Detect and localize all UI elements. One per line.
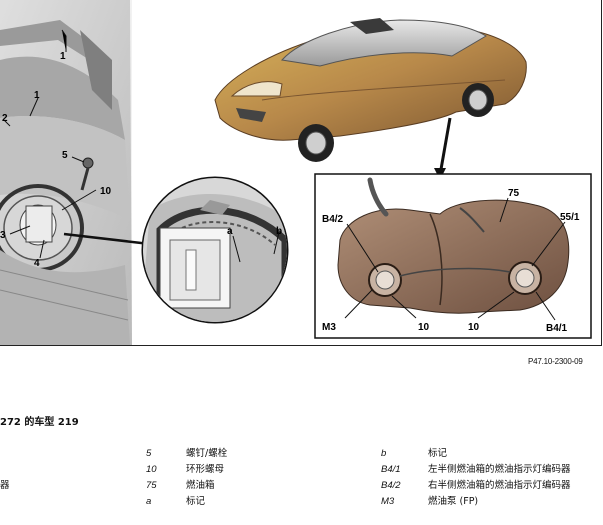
legend-code: M3 (381, 496, 395, 507)
callout-b4-1: B4/1 (546, 323, 568, 334)
legend-desc: 燃油泵 (FP) (428, 496, 479, 507)
legend-code: 5 (146, 448, 152, 459)
tank-panel (314, 173, 592, 339)
callout-5: 5 (62, 150, 68, 161)
callout-a: a (227, 226, 233, 237)
detail-callouts: a b (227, 226, 282, 237)
callout-10-left: 10 (100, 186, 112, 197)
detail-connector (63, 232, 151, 246)
legend-desc: 螺钉/螺栓 (186, 448, 228, 459)
detail-magnifier (141, 176, 289, 324)
callout-1-top: 1 (60, 51, 66, 62)
callout-75: 75 (508, 188, 520, 199)
legend-code: 10 (146, 464, 157, 475)
callout-1-mid: 1 (34, 90, 40, 101)
figure-border (0, 0, 602, 346)
left-callouts: 1 1 2 5 10 3 4 (0, 51, 112, 269)
legend-desc: 右半侧燃油箱的燃油指示灯编码器 (428, 480, 571, 491)
callout-2: 2 (2, 113, 8, 124)
left-leader-lines (3, 29, 97, 259)
legend-desc: 环形螺母 (186, 464, 225, 475)
callout-10-tank-left: 10 (418, 322, 430, 333)
figure-illustration: 1 1 2 5 10 3 4 (0, 0, 592, 345)
callout-4: 4 (34, 258, 40, 269)
legend-desc: 燃油箱 (186, 480, 215, 491)
section-title: 272 的车型 219 (0, 417, 79, 428)
legend-code: a (146, 496, 152, 507)
legend-col1-fragment: 器 (0, 480, 10, 491)
legend-code: 75 (146, 480, 157, 491)
tank-callouts: 75 B4/2 55/1 M3 10 10 B4/1 (322, 188, 580, 334)
legend-code: B4/1 (381, 464, 401, 475)
callout-b: b (276, 226, 282, 237)
callout-55-1: 55/1 (560, 212, 580, 223)
legend-code: b (381, 448, 387, 459)
legend-desc: 标记 (186, 496, 206, 507)
legend-code: B4/2 (381, 480, 401, 491)
car-illustration (214, 18, 527, 162)
callout-3: 3 (0, 230, 6, 241)
legend-table: 器 5 螺钉/螺栓 10 环形螺母 75 燃油箱 a 标记 b 标记 B4/1 … (0, 446, 603, 525)
legend-desc: 左半侧燃油箱的燃油指示灯编码器 (428, 464, 571, 475)
callout-m3: M3 (322, 322, 336, 333)
callout-10-tank-right: 10 (468, 322, 480, 333)
figure: 1 1 2 5 10 3 4 (0, 0, 602, 346)
left-mount-view (0, 0, 132, 345)
tank-leader-lines (344, 197, 566, 321)
callout-b4-2: B4/2 (322, 214, 344, 225)
figure-reference: P47.10-2300-09 (528, 357, 583, 366)
legend-desc: 标记 (428, 448, 448, 459)
